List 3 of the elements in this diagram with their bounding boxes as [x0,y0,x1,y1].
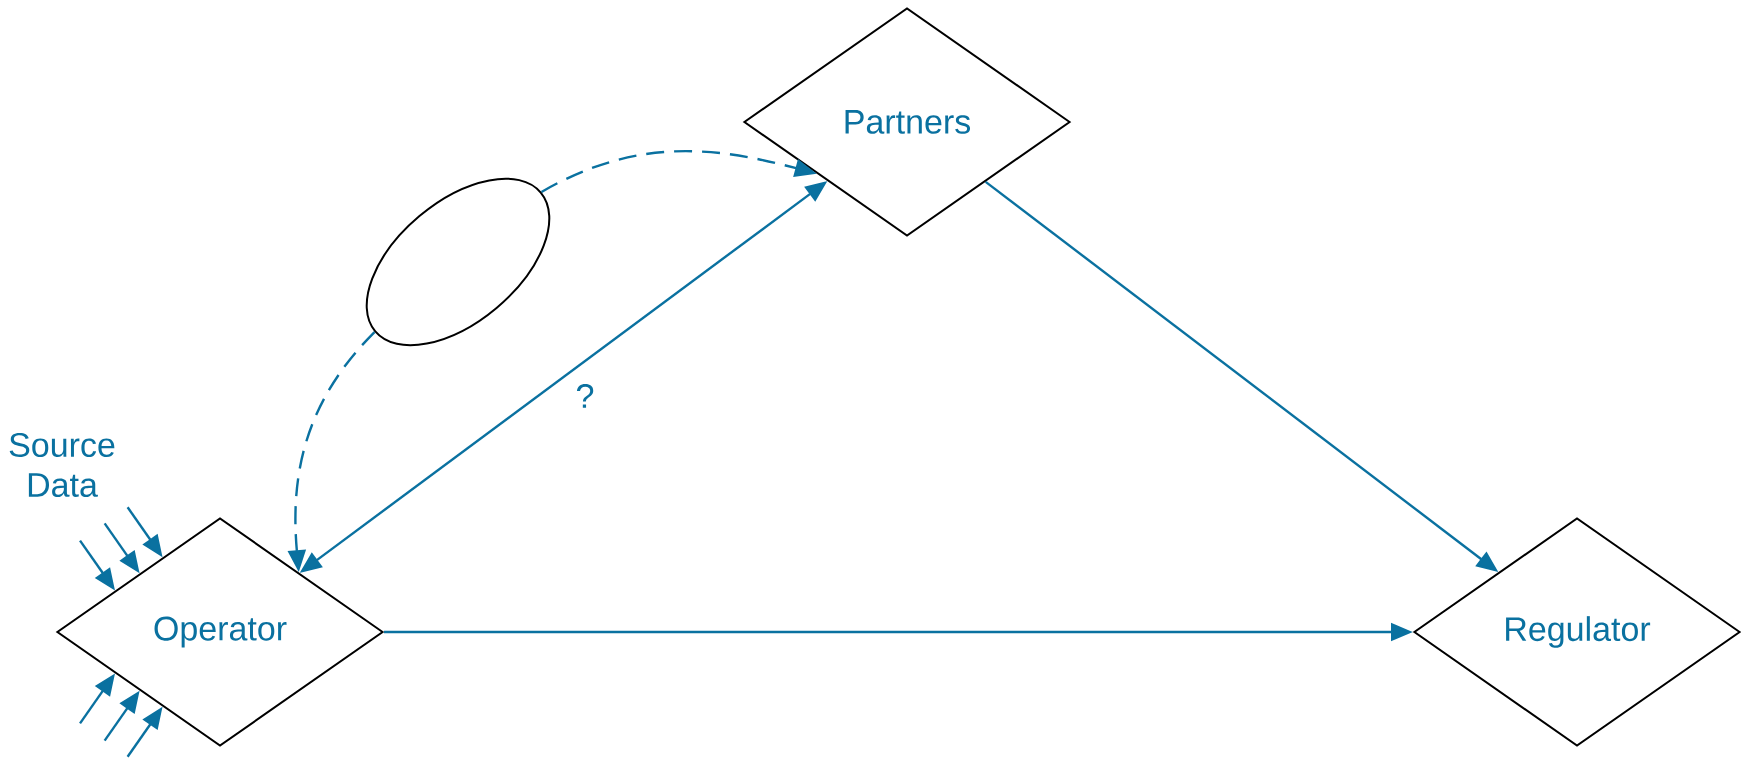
source-label: Source Data [9,432,115,498]
edge-label: ? [573,382,597,410]
diamond-box: Regulator [1412,517,1741,747]
